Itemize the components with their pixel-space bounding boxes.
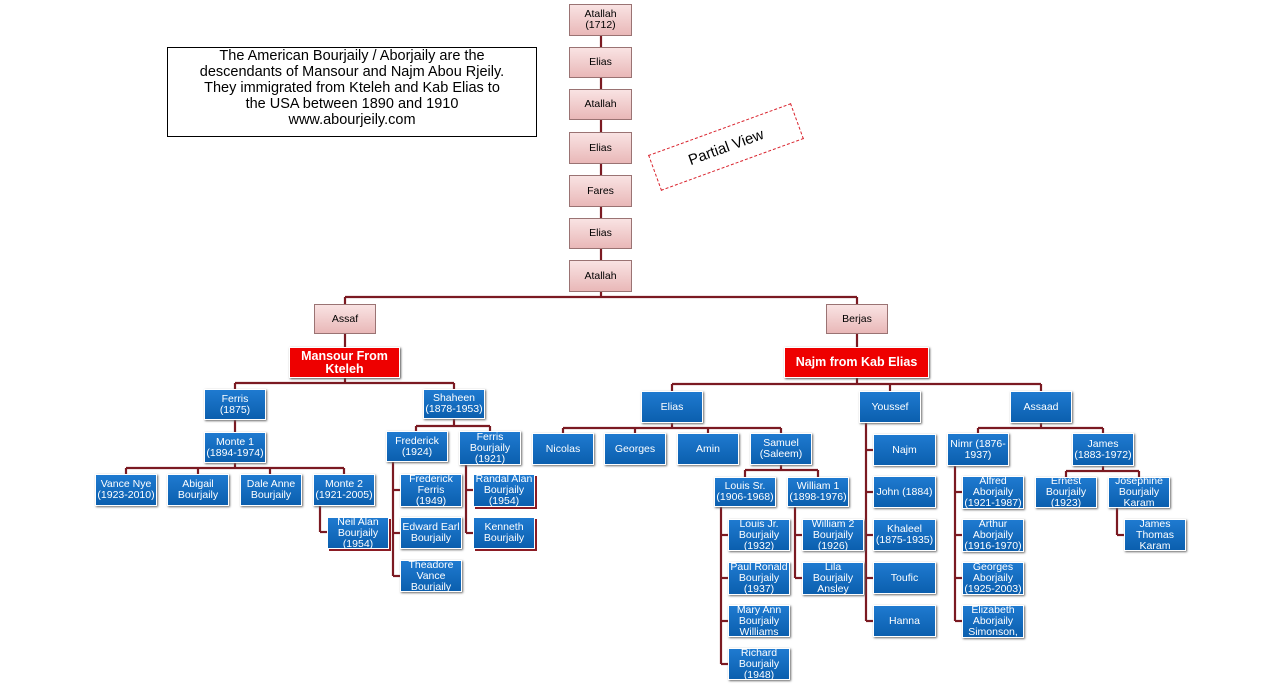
- intro-line: The American Bourjaily / Aborjaily are t…: [219, 48, 485, 64]
- intro-line: descendants of Mansour and Najm Abou Rje…: [199, 64, 505, 80]
- ancestor-node: Elias: [569, 132, 632, 164]
- ancestor-node: Atallah (1712): [569, 4, 632, 36]
- nimr-node: Nimr (1876- 1937): [947, 433, 1009, 466]
- person-node: Josephine Bourjaily Karam: [1108, 476, 1170, 509]
- person-node: Najm: [873, 434, 936, 466]
- assaf-node: Assaf: [314, 304, 376, 334]
- ancestor-node: Fares: [569, 175, 632, 207]
- frederick-node: Frederick (1924): [386, 431, 448, 462]
- person-node: Mary Ann Bourjaily Williams: [728, 604, 790, 637]
- intro-text-box: The American Bourjaily / Aborjaily are t…: [167, 47, 537, 137]
- james-node: James (1883-1972): [1072, 433, 1134, 466]
- person-node: Alfred Aborjaily (1921-1987): [962, 476, 1024, 509]
- person-node: Elizabeth Aborjaily Simonson,: [962, 605, 1024, 638]
- louis-node: Louis Sr. (1906-1968): [714, 477, 776, 507]
- intro-line: www.abourjeily.com: [288, 112, 416, 128]
- monte2-node: Monte 2 (1921-2005): [313, 474, 375, 506]
- person-node: Toufic: [873, 562, 936, 594]
- person-node: Georges: [604, 433, 666, 465]
- elias-node: Elias: [641, 391, 703, 423]
- person-node: John (1884): [873, 476, 936, 508]
- person-node: James Thomas Karam: [1124, 518, 1186, 551]
- person-node: Dale Anne Bourjaily: [240, 474, 302, 506]
- ancestor-node: Elias: [569, 47, 632, 78]
- ancestor-node: Elias: [569, 218, 632, 249]
- assaad-node: Assaad: [1010, 391, 1072, 423]
- person-node: Frederick Ferris (1949): [400, 474, 462, 507]
- person-node: Hanna: [873, 605, 936, 637]
- ancestor-node: Atallah: [569, 89, 632, 120]
- person-node: Neil Alan Bourjaily (1954): [327, 516, 389, 549]
- samuel-node: Samuel (Saleem): [750, 433, 812, 465]
- person-node: Louis Jr. Bourjaily (1932): [728, 518, 790, 551]
- intro-line: the USA between 1890 and 1910: [245, 96, 459, 112]
- person-node: Abigail Bourjaily: [167, 474, 229, 506]
- monte1-node: Monte 1 (1894-1974): [204, 432, 266, 463]
- intro-line: They immigrated from Kteleh and Kab Elia…: [204, 80, 500, 96]
- person-node: William 2 Bourjaily (1926): [802, 518, 864, 551]
- person-node: Kenneth Bourjaily: [473, 517, 535, 549]
- person-node: Khaleel (1875-1935): [873, 519, 936, 551]
- person-node: Ernest Bourjaily (1923): [1035, 476, 1097, 509]
- ancestor-node: Atallah: [569, 260, 632, 292]
- person-node: Vance Nye (1923-2010): [95, 474, 157, 506]
- person-node: Arthur Aborjaily (1916-1970): [962, 519, 1024, 552]
- person-node: Randal Alan Bourjaily (1954): [473, 474, 535, 507]
- mansour-head-node: Mansour From Kteleh: [289, 347, 400, 378]
- person-node: Nicolas: [532, 433, 594, 465]
- william-node: William 1 (1898-1976): [787, 477, 849, 507]
- najm-head-node: Najm from Kab Elias: [784, 347, 929, 378]
- person-node: Georges Aborjaily (1925-2003): [962, 562, 1024, 595]
- ferris-bourjaily-node: Ferris Bourjaily (1921): [459, 431, 521, 465]
- berjas-node: Berjas: [826, 304, 888, 334]
- person-node: Edward Earl Bourjaily: [400, 517, 462, 549]
- person-node: Theadore Vance Bourjaily: [400, 559, 462, 592]
- person-node: Paul Ronald Bourjaily (1937): [728, 562, 790, 595]
- shaheen-node: Shaheen (1878-1953): [423, 389, 485, 419]
- person-node: Lila Bourjaily Ansley: [802, 562, 864, 595]
- youssef-node: Youssef: [859, 391, 921, 423]
- person-node: Richard Bourjaily (1948): [728, 647, 790, 680]
- ferris-node: Ferris (1875): [204, 389, 266, 420]
- person-node: Amin: [677, 433, 739, 465]
